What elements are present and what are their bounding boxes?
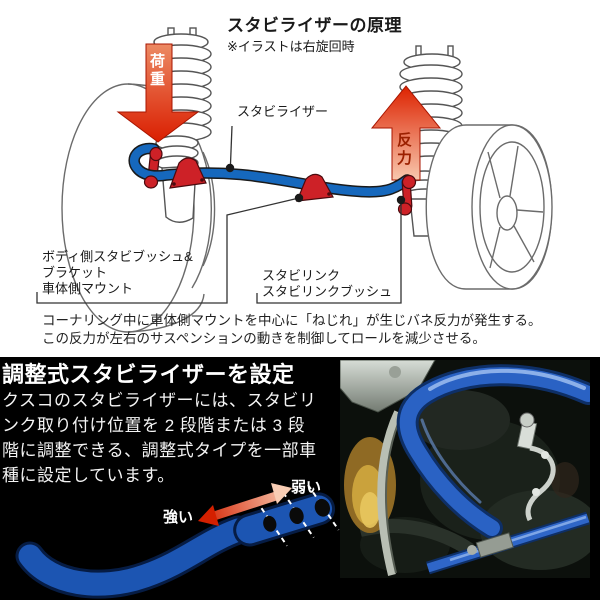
stabilizer-label: スタビライザー [237,104,329,119]
reaction-arrow [370,85,442,181]
body-mount-label-line3: 車体側マウント [42,281,134,296]
stabi-link-label: スタビリンク スタビリンクブッシュ [262,268,392,300]
adjustable-paragraph: クスコのスタビライザーには、スタビリ ンク取り付け位置を 2 段階または 3 段… [2,388,317,488]
stabi-link-label-line2: スタビリンクブッシュ [262,284,393,299]
adjustable-paragraph-line1: クスコのスタビライザーには、スタビリ [2,391,317,410]
photo-tie-rod [426,511,590,575]
strength-arrow [198,483,292,526]
right-wheel-illustration [425,124,553,290]
adjustable-heading: 調整式スタビライザーを設定 [2,362,295,387]
diagram-title: スタビライザーの原理 [227,16,402,35]
stabi-link-label-line1: スタビリンク [262,268,341,283]
principle-description-line2: この反力が左右のサスペンションの動きを制御してロールを減少させる。 [42,331,486,346]
diagram-note: ※イラストは右旋回時 [227,39,355,54]
adjustable-bar-illustration [15,483,340,599]
adjustable-paragraph-line2: ンク取り付け位置を 2 段階または 3 段 [2,416,306,435]
adjustable-bar [15,515,253,599]
weak-label: 弱い [291,479,322,496]
right-stabi-link [397,174,417,216]
photo-frame-member [377,410,403,576]
leader-dots [225,163,406,205]
adjustable-paragraph-line4: 種に設定しています。 [2,466,175,485]
left-link-bushings [143,146,163,189]
principle-diagram [36,27,553,333]
principle-description-line1: コーナリング中に車体側マウントを中心に「ねじれ」が生じバネ反力が発生する。 [42,313,542,328]
reaction-label: 反力 [395,132,412,168]
principle-section: スタビライザーの原理 ※イラストは右旋回時 荷重 反力 スタビライザー ボディ側… [0,0,600,357]
installed-stabilizer-photo [340,360,590,578]
body-mount-label-line1: ボディ側スタビブッシュ& [42,249,193,264]
load-label: 荷重 [148,53,165,89]
leader-lines [36,125,402,304]
photo-end-link [516,412,556,522]
load-arrow [116,43,200,143]
photo-mount-bracket [340,360,436,413]
adjustable-paragraph-line3: 階に調整できる、調整式タイプを一部車 [2,441,317,460]
left-body-bracket [169,157,207,189]
photo-stabilizer-bar [396,364,590,539]
strong-label: 強い [163,509,194,526]
adjustable-bar-end [233,484,340,547]
stabilizer-bar [128,142,413,198]
body-mount-label: ボディ側スタビブッシュ& ブラケット 車体側マウント [42,249,193,297]
body-mount-label-line2: ブラケット [42,265,108,280]
